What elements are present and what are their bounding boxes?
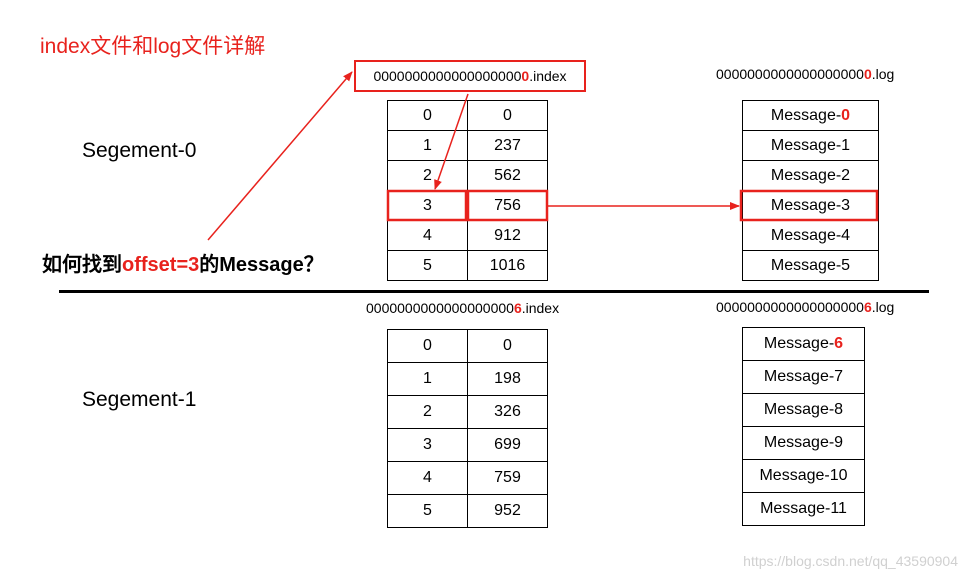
index-offset-cell: 1	[387, 130, 468, 161]
index-position-cell: 198	[467, 362, 548, 396]
watermark: https://blog.csdn.net/qq_43590904	[743, 553, 958, 569]
message-number: 0	[841, 106, 851, 124]
highlight-offset-cell	[386, 189, 468, 222]
index-offset-cell: 0	[387, 100, 468, 131]
message-cell: Message-2	[742, 160, 879, 191]
filename-digit: 0	[863, 66, 872, 82]
segment-0-label: Segement-0	[82, 139, 197, 162]
question-pre: 如何找到	[42, 254, 122, 276]
index-offset-cell: 4	[387, 461, 468, 495]
segment-divider	[59, 290, 929, 293]
index-offset-cell: 3	[387, 428, 468, 462]
segment-1-label: Segement-1	[82, 388, 197, 411]
index-position-cell: 0	[467, 329, 548, 363]
segment-1-index-filename: 00000000000000000006.index	[366, 300, 559, 316]
table-row: Message-5	[742, 250, 879, 281]
table-row: Message-8	[742, 393, 865, 427]
filename-suffix: .log	[871, 66, 895, 82]
table-row: Message-2	[742, 160, 879, 191]
arrow-question-to-index-file	[207, 71, 353, 241]
filename-prefix: 0000000000000000000	[716, 66, 864, 82]
index-position-cell: 952	[467, 494, 548, 528]
filename-prefix: 0000000000000000000	[716, 299, 864, 315]
table-row: Message-6	[742, 327, 865, 361]
message-cell: Message-11	[742, 492, 865, 526]
offset-question: 如何找到offset=3的Message？	[42, 248, 324, 277]
filename-suffix: .index	[529, 68, 567, 84]
segment-1-log-filename: 00000000000000000006.log	[716, 299, 894, 315]
message-prefix: Message-	[763, 335, 835, 352]
index-position-cell: 326	[467, 395, 548, 429]
filename-prefix: 0000000000000000000	[366, 300, 514, 316]
filename-suffix: .index	[521, 300, 560, 316]
question-highlight: offset=3	[122, 254, 200, 276]
message-cell: Message-6	[742, 327, 865, 361]
filename-suffix: .log	[871, 299, 895, 315]
message-cell: Message-8	[742, 393, 865, 427]
page-title: index文件和log文件详解	[40, 35, 266, 58]
message-prefix: Message-	[770, 106, 842, 124]
highlight-position-cell	[466, 189, 549, 222]
filename-digit: 6	[513, 300, 522, 316]
index-position-cell: 237	[467, 130, 548, 161]
segment-0-index-filename: 00000000000000000000.index	[354, 60, 586, 92]
message-cell: Message-9	[742, 426, 865, 460]
index-position-cell: 0	[467, 100, 548, 131]
index-offset-cell: 4	[387, 220, 468, 251]
message-cell: Message-5	[742, 250, 879, 281]
table-row: Message-0	[742, 100, 879, 131]
message-number: 6	[834, 335, 844, 352]
index-position-cell: 1016	[467, 250, 548, 281]
index-offset-cell: 2	[387, 160, 468, 191]
arrow-index-file-to-row	[434, 93, 469, 190]
message-cell: Message-0	[742, 100, 879, 131]
filename-digit: 0	[521, 68, 530, 84]
message-cell: Message-4	[742, 220, 879, 251]
filename-digit: 6	[863, 299, 872, 315]
segment-1-log-table: Message-6 Message-7 Message-8 Message-9 …	[742, 327, 865, 526]
segment-0-log-filename: 00000000000000000000.log	[716, 66, 894, 82]
index-offset-cell: 5	[387, 250, 468, 281]
index-offset-cell: 0	[387, 329, 468, 363]
index-offset-cell: 1	[387, 362, 468, 396]
table-row: Message-11	[742, 492, 865, 526]
index-position-cell: 759	[467, 461, 548, 495]
filename-prefix: 0000000000000000000	[373, 68, 522, 84]
question-post: 的Message？	[199, 254, 324, 276]
highlight-message-cell	[739, 189, 879, 222]
index-position-cell: 756	[467, 190, 548, 221]
table-row: Message-4	[742, 220, 879, 251]
table-row: Message-9	[742, 426, 865, 460]
